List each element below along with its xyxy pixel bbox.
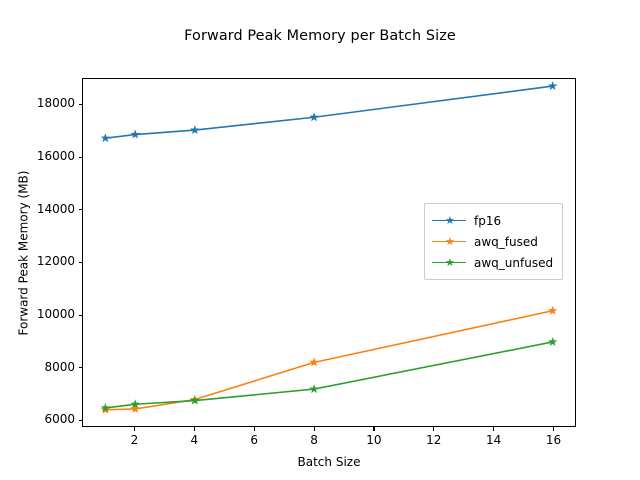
y-tick-mark — [78, 209, 82, 211]
y-axis-label: Forward Peak Memory (MB) — [16, 170, 31, 336]
y-tick-label: 18000 — [36, 96, 75, 111]
legend-label: awq_fused — [474, 234, 538, 249]
data-point-marker — [130, 404, 140, 413]
legend-item-awq_unfused[interactable]: ★ awq_unfused — [432, 252, 553, 273]
x-tick-label: 14 — [486, 433, 502, 447]
legend-swatch-icon: ★ — [432, 257, 466, 269]
x-tick-mark — [493, 427, 495, 431]
y-tick-mark — [78, 261, 82, 263]
x-tick-label: 4 — [190, 433, 199, 447]
data-point-marker — [130, 399, 140, 409]
x-tick-label: 10 — [366, 433, 382, 447]
series-awq_unfused — [100, 336, 558, 412]
data-series-layer — [100, 81, 558, 414]
x-tick-label: 8 — [310, 433, 318, 447]
data-point-marker — [547, 305, 558, 315]
y-tick-label: 12000 — [36, 254, 75, 269]
x-tick-label: 2 — [130, 433, 139, 447]
y-tick-mark — [78, 367, 82, 369]
y-tick-mark — [78, 156, 82, 158]
x-tick-mark — [433, 427, 435, 431]
data-point-marker — [190, 395, 200, 405]
data-point-marker — [309, 357, 319, 367]
legend-label: fp16 — [474, 213, 502, 228]
y-tick-label: 6000 — [44, 412, 75, 427]
legend: ★ fp16 ★ awq_fused ★ awq_unfused — [424, 203, 564, 280]
series-fp16 — [100, 81, 558, 143]
x-tick-label: 6 — [250, 433, 258, 447]
x-tick-mark — [373, 427, 375, 431]
legend-label: awq_unfused — [474, 255, 554, 270]
data-point-marker — [130, 129, 140, 139]
legend-swatch-icon: ★ — [432, 236, 466, 248]
x-tick-mark — [313, 427, 315, 431]
data-point-marker — [547, 336, 558, 346]
x-tick-mark — [553, 427, 555, 431]
page-title: Forward Peak Memory per Batch Size — [184, 28, 456, 44]
y-tick-label: 10000 — [36, 307, 75, 322]
data-point-marker — [190, 125, 200, 135]
y-tick-mark — [78, 314, 82, 316]
data-point-marker — [100, 402, 111, 412]
x-axis-label: Batch Size — [297, 455, 361, 469]
y-tick-label: 14000 — [36, 201, 75, 216]
y-tick-label: 8000 — [44, 359, 75, 374]
series-awq_fused — [100, 305, 558, 414]
series-line — [104, 85, 554, 139]
x-tick-mark — [193, 427, 195, 431]
data-point-marker — [309, 112, 319, 122]
x-tick-mark — [133, 427, 135, 431]
plot-inner — [83, 79, 575, 426]
x-tick-label: 12 — [426, 433, 442, 447]
data-point-marker — [100, 133, 111, 143]
y-tick-label: 16000 — [36, 149, 75, 164]
data-point-marker — [309, 384, 319, 394]
legend-item-fp16[interactable]: ★ fp16 — [432, 210, 553, 231]
series-line — [104, 341, 554, 409]
x-tick-label: 16 — [545, 433, 562, 447]
legend-swatch-icon: ★ — [432, 215, 466, 227]
x-tick-mark — [253, 427, 255, 431]
data-point-marker — [547, 81, 558, 91]
legend-item-awq_fused[interactable]: ★ awq_fused — [432, 231, 553, 252]
y-tick-mark — [78, 419, 82, 421]
series-line — [104, 309, 554, 411]
y-tick-mark — [78, 103, 82, 105]
